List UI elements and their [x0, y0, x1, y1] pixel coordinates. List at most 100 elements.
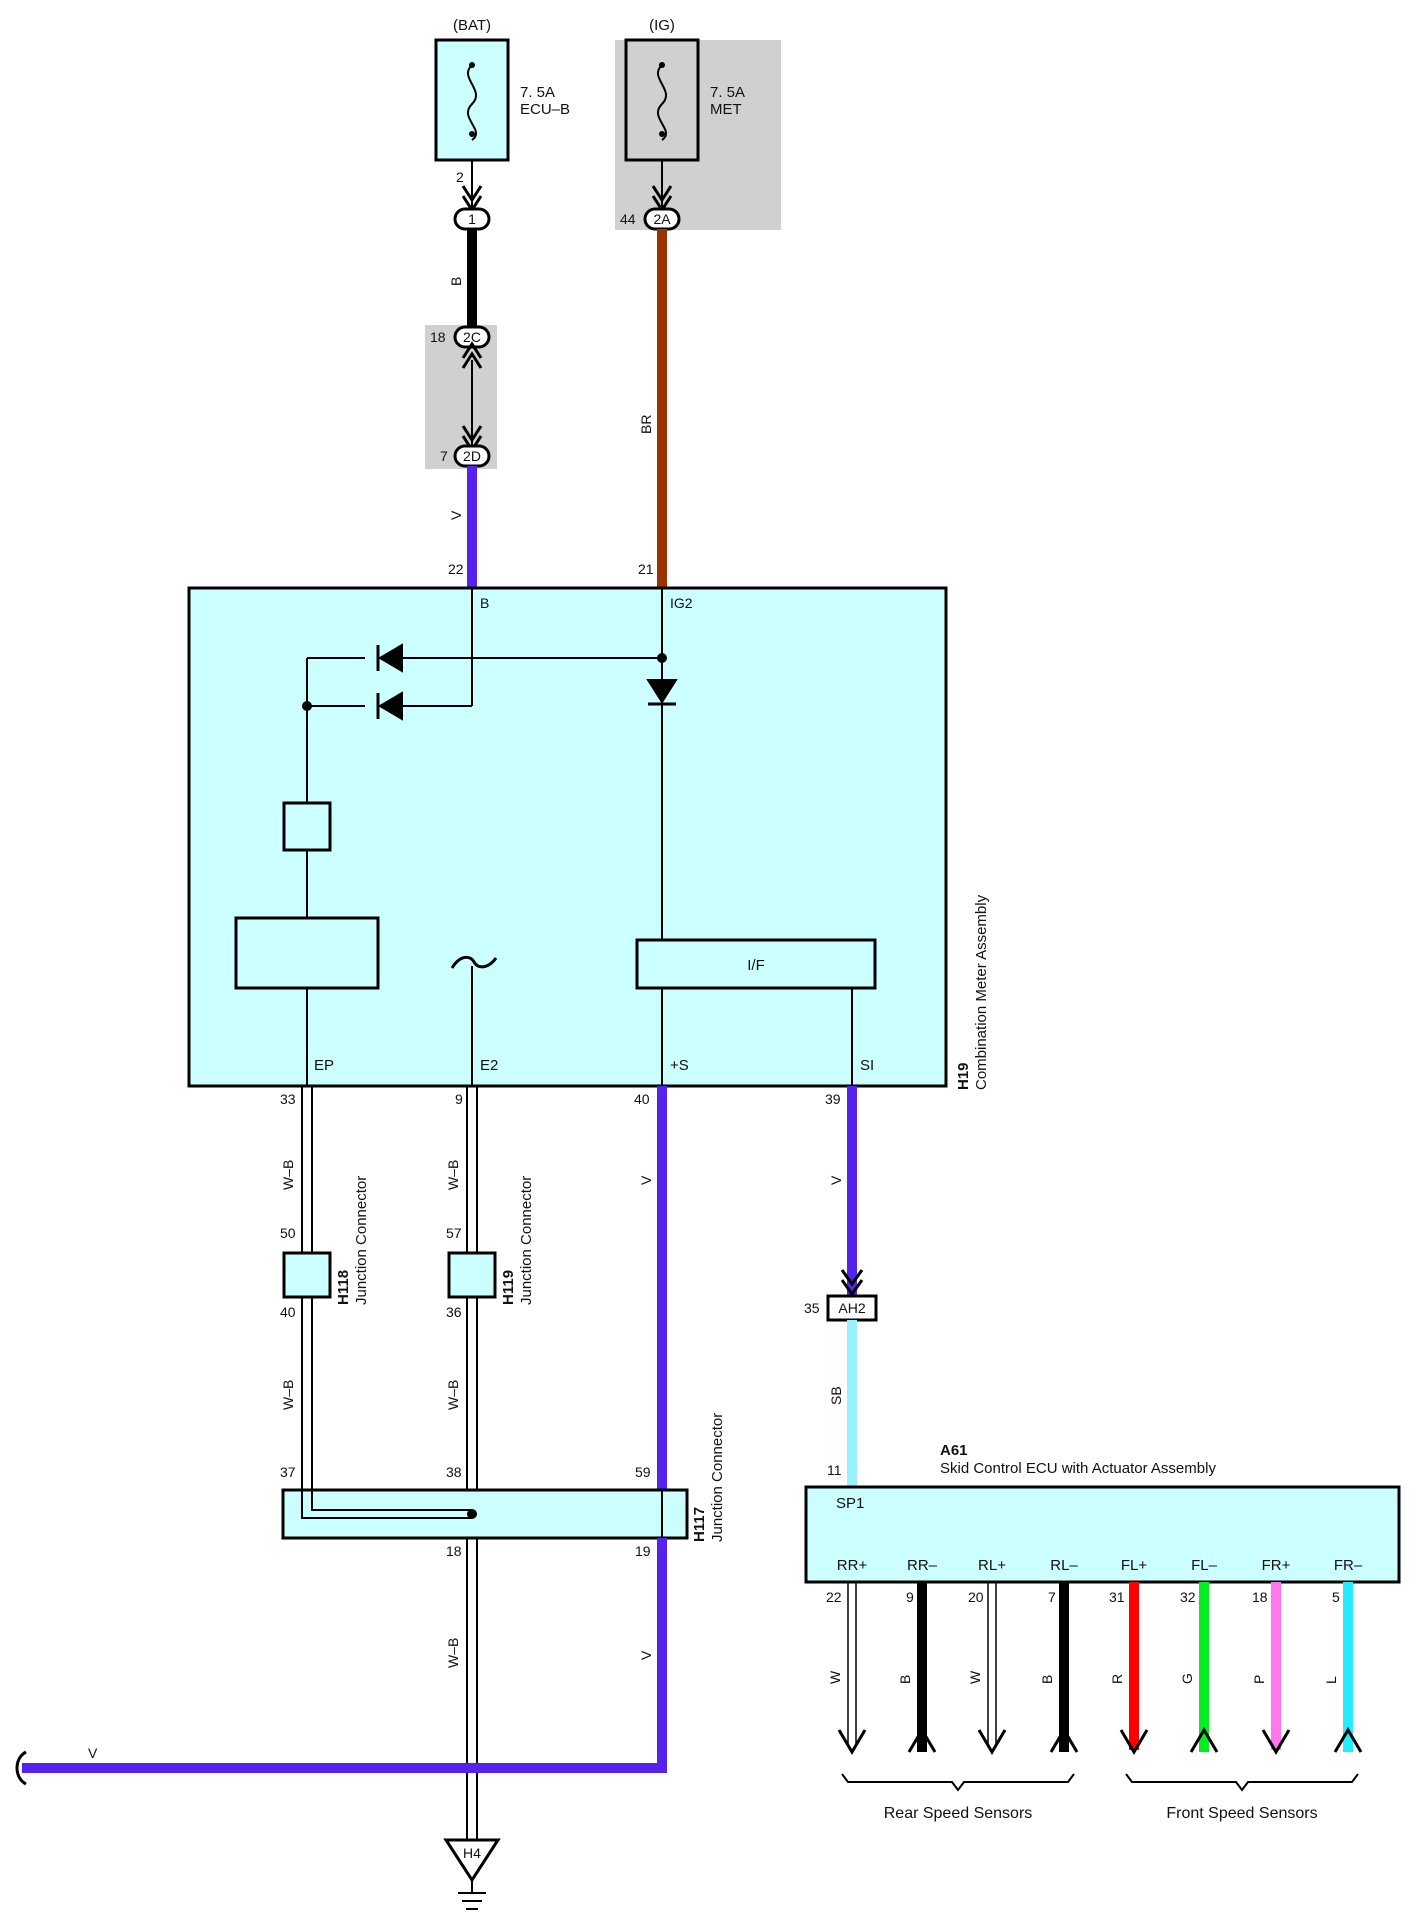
a61-id: A61: [940, 1442, 968, 1459]
pin-fl-minus: 32: [1180, 1589, 1196, 1605]
fuse-met-icon: [656, 64, 668, 141]
front-sensors-brace: [1125, 1773, 1359, 1792]
diode-icon: [378, 643, 403, 673]
pin-a61-sp1: 11: [827, 1462, 842, 1478]
arrow-up-icon: [907, 1727, 937, 1753]
rear-sensors-brace: [841, 1773, 1075, 1792]
pin-h117-19: 19: [635, 1543, 651, 1559]
a61-term-rr-plus: RR+: [837, 1557, 868, 1574]
wire-label-v-si: V: [828, 1175, 844, 1185]
h19-term-b: B: [480, 595, 489, 611]
wire-label-fl-plus: R: [1109, 1674, 1125, 1684]
wire-label-b-top: B: [448, 277, 464, 286]
pin-h117-38: 38: [446, 1464, 462, 1480]
pin-h19-ep: 33: [280, 1091, 296, 1107]
wire-label-rl-minus: B: [1039, 1675, 1055, 1684]
a61-term-fr-minus: FR–: [1334, 1557, 1363, 1574]
pin-fr-minus: 5: [1332, 1589, 1340, 1605]
arrow-down-icon: [1261, 1729, 1291, 1755]
rear-sensors-label: Rear Speed Sensors: [884, 1805, 1033, 1822]
arrow-ah2-icon: [840, 1269, 864, 1297]
connector-1: 1: [453, 207, 491, 231]
arrow-up-icon: [1189, 1727, 1219, 1753]
wire-label-wb3: W–B: [280, 1380, 296, 1410]
pin-h19-si: 39: [825, 1091, 841, 1107]
wire-label-rr-minus: B: [897, 1675, 913, 1684]
pin-h117-37: 37: [280, 1464, 296, 1480]
a61-term-rl-plus: RL+: [978, 1557, 1006, 1574]
fuse-ecu-b-icon: [466, 64, 478, 141]
h19-term-ep: EP: [314, 1057, 334, 1074]
h117-name: Junction Connector: [709, 1413, 726, 1542]
pin-h19-b: 22: [448, 561, 464, 577]
wire-rr-plus-white: [847, 1582, 857, 1746]
wire-break-icon: [15, 1750, 27, 1786]
wire-label-rr-plus: W: [827, 1670, 843, 1684]
h19-internal-circuit: [306, 588, 853, 1086]
h19-term-e2: E2: [480, 1057, 498, 1074]
fuse-ecu-b-rating: 7. 5A: [520, 84, 555, 101]
h118-junction-connector: [282, 1251, 332, 1299]
wire-label-v-s: V: [638, 1175, 654, 1185]
a61-term-rr-minus: RR–: [907, 1557, 938, 1574]
pin-h118-out: 40: [280, 1304, 296, 1320]
svg-text:H4: H4: [463, 1845, 481, 1861]
wire-label-fr-minus: L: [1323, 1676, 1339, 1684]
fuse-ecu-b-name: ECU–B: [520, 101, 570, 118]
h19-term-si: SI: [860, 1057, 874, 1074]
wire-v-lower: [22, 1538, 667, 1773]
diode-icon: [378, 691, 403, 721]
h118-id: H118: [335, 1270, 352, 1305]
pin-h118-in: 50: [280, 1225, 296, 1241]
h19-if-block: [635, 938, 877, 990]
arrow-down-icon: [977, 1729, 1007, 1755]
fuse-met-name: MET: [710, 101, 742, 118]
svg-text:2C: 2C: [463, 329, 481, 345]
wire-label-wb4: W–B: [445, 1380, 461, 1410]
bat-source-label: (BAT): [453, 17, 491, 34]
svg-text:1: 1: [468, 211, 476, 227]
arrow-up-icon: [1049, 1727, 1079, 1753]
h19-if-label: I/F: [747, 957, 765, 974]
pin-2c: 18: [430, 329, 446, 345]
a61-name: Skid Control ECU with Actuator Assembly: [940, 1460, 1216, 1477]
wire-ep-wb: [301, 1086, 313, 1490]
connector-ah2: AH2: [826, 1294, 878, 1322]
h19-id: H19: [955, 1062, 972, 1090]
arrow-down-icon: [837, 1729, 867, 1755]
pin-h19-ig2: 21: [638, 561, 654, 577]
wire-label-sb: SB: [828, 1386, 844, 1405]
wire-label-fl-minus: G: [1179, 1673, 1195, 1684]
connector-2c: 2C: [453, 325, 491, 349]
svg-text:AH2: AH2: [838, 1300, 865, 1316]
front-sensors-label: Front Speed Sensors: [1166, 1805, 1317, 1822]
h118-name: Junction Connector: [353, 1176, 370, 1305]
connector-2c-2d-shade: [425, 325, 497, 469]
junction-dot: [302, 701, 312, 711]
wire-e2-wb: [466, 1086, 478, 1858]
h19-power-block: [234, 916, 380, 990]
h19-name: Combination Meter Assembly: [973, 894, 990, 1090]
svg-text:2A: 2A: [653, 211, 671, 227]
pin-fl-plus: 31: [1109, 1589, 1125, 1605]
fuse-met: [624, 38, 700, 162]
h119-id: H119: [500, 1270, 517, 1305]
pin-rl-minus: 7: [1048, 1589, 1056, 1605]
wire-label-v-lower: V: [638, 1650, 654, 1660]
connector-2d: 2D: [453, 444, 491, 468]
arrow-down-icon: [1119, 1729, 1149, 1755]
wire-label-v-left: V: [88, 1745, 98, 1761]
fuse-ecu-b: [434, 38, 510, 162]
h19-small-block: [282, 801, 332, 852]
a61-term-fr-plus: FR+: [1262, 1557, 1291, 1574]
wire-label-fr-plus: P: [1251, 1675, 1267, 1684]
pin-h19-s: 40: [634, 1091, 650, 1107]
h19-term-s: +S: [670, 1057, 689, 1074]
junction-dot: [467, 1509, 477, 1519]
connector-2a: 2A: [643, 207, 681, 231]
a61-skid-control-ecu: [804, 1485, 1401, 1584]
arrow-up-icon: [1333, 1727, 1363, 1753]
pin-ah2: 35: [804, 1300, 820, 1316]
ig-source-label: (IG): [649, 17, 675, 34]
